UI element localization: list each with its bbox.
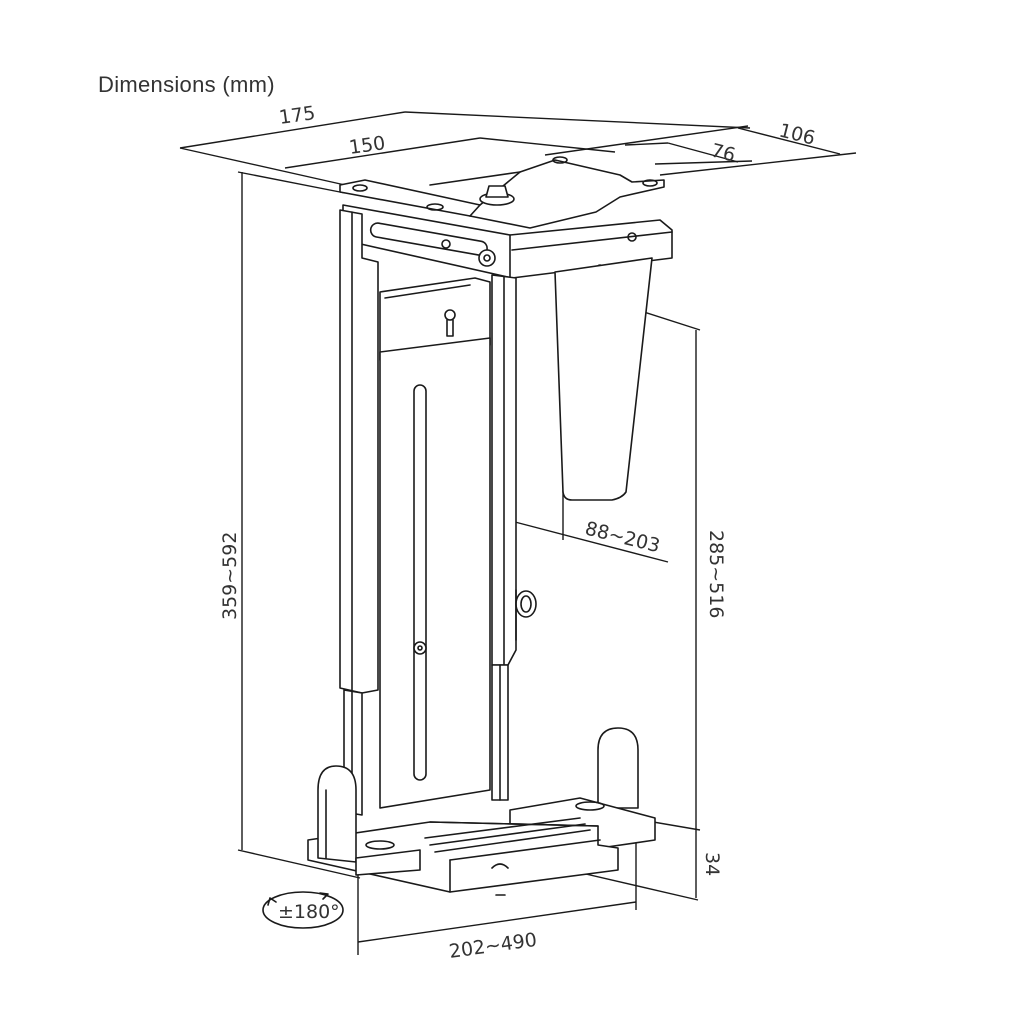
left-column bbox=[339, 209, 379, 816]
hanging-plate bbox=[554, 257, 653, 501]
diagram-title: Dimensions (mm) bbox=[98, 72, 275, 97]
dim-inner-width: 88~203 bbox=[583, 518, 662, 558]
dimension-lines bbox=[179, 111, 857, 955]
dim-top-depth-outer: 106 bbox=[777, 120, 818, 150]
dim-overall-height: 359~592 bbox=[219, 532, 241, 620]
dim-top-width-outer: 175 bbox=[278, 102, 317, 129]
right-column bbox=[491, 274, 537, 801]
dim-inner-height: 285~516 bbox=[705, 530, 727, 618]
back-panel bbox=[379, 277, 491, 809]
slide-bracket bbox=[342, 204, 673, 279]
dim-top-width-inner: 150 bbox=[348, 132, 387, 159]
bottom-base bbox=[307, 727, 656, 896]
dim-bottom-height: 34 bbox=[701, 852, 723, 876]
top-mount-plate bbox=[339, 156, 665, 229]
rotation-indicator bbox=[262, 891, 344, 929]
dim-bottom-length: 202~490 bbox=[448, 929, 539, 963]
rotation-label: ±180° bbox=[278, 901, 340, 923]
